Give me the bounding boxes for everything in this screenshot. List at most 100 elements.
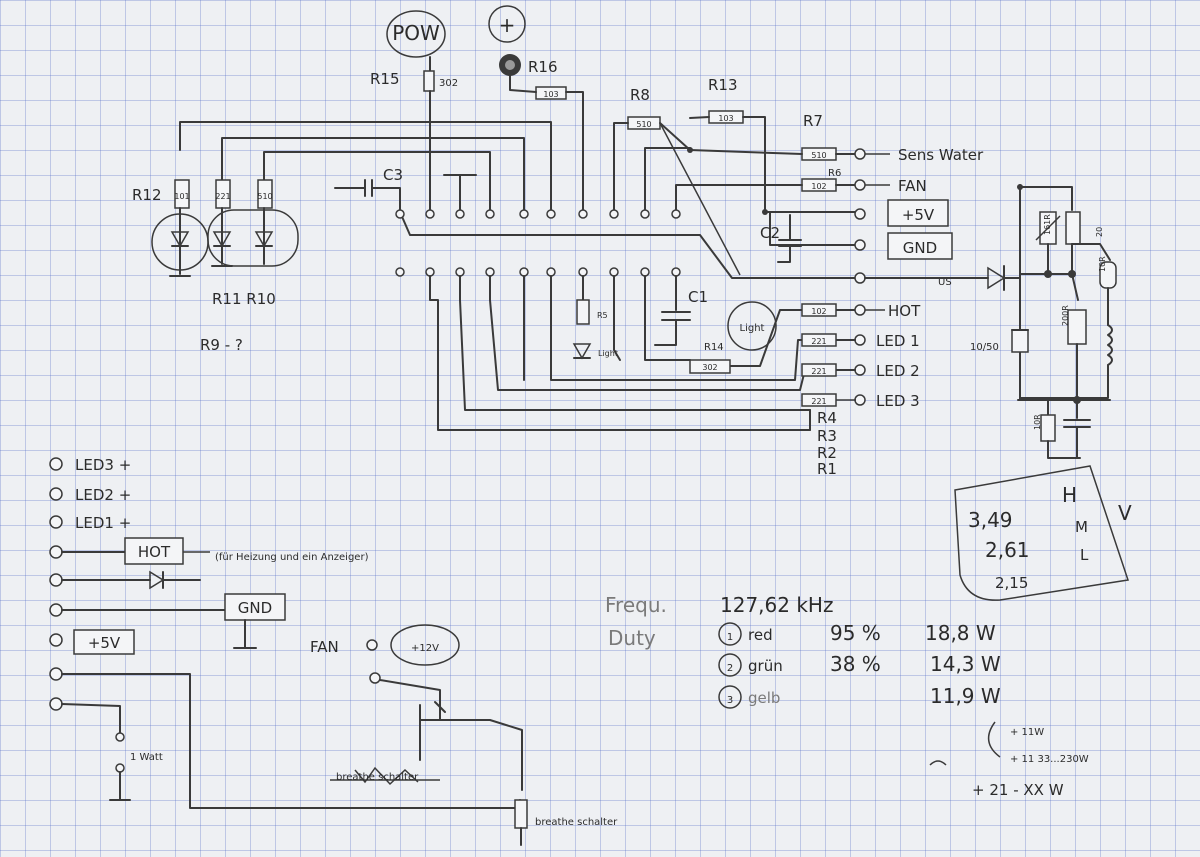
r8-label: R8	[630, 86, 650, 104]
plus-label: +	[499, 13, 516, 37]
r4-label: R4	[817, 409, 837, 427]
r14-value: 302	[702, 363, 717, 372]
gnd-label: GND	[903, 239, 937, 257]
left-conn-led2: LED2 +	[75, 486, 131, 504]
c3-capacitor	[334, 174, 477, 213]
r200-value: 200R	[1061, 305, 1070, 326]
r15-value: 302	[439, 78, 458, 89]
breathe-switch-2: breathe schalter	[535, 817, 618, 828]
r161-value: 161R	[1043, 214, 1052, 235]
note-1: + 11W	[1010, 727, 1044, 738]
fan-bottom-label: FAN	[310, 638, 339, 656]
r10r-b-resistor	[1040, 414, 1056, 442]
r200-resistor	[1067, 309, 1087, 345]
level-l: L	[1080, 546, 1089, 564]
r14-label: R14	[704, 342, 724, 353]
cap-10-50-label: 10/50	[970, 342, 999, 353]
v12-label: +12V	[411, 643, 439, 654]
voltage-low: 2,15	[995, 574, 1028, 592]
us-label: US	[938, 277, 952, 288]
left-connector-column	[49, 457, 521, 809]
light-sensor-circle	[727, 301, 777, 351]
diode-icon	[987, 266, 1006, 290]
led1-resistor-value: 221	[811, 337, 826, 346]
duty-1-n: 1	[727, 632, 733, 643]
r12-value: 101	[174, 192, 189, 201]
r16-value: 103	[543, 90, 558, 99]
fan-terminal	[366, 639, 378, 651]
p5v-box	[887, 199, 949, 227]
voltage-box: 3,49 2,61 2,15 H M L V	[954, 465, 1132, 601]
inductor-icon	[1107, 324, 1113, 366]
r11-value: 221	[215, 192, 230, 201]
duty-row-2: 2 grün 38 % 14,3 W	[718, 652, 1001, 677]
level-h: H	[1062, 483, 1077, 507]
r1-label: R1	[817, 460, 837, 478]
duty-label: Duty	[608, 626, 656, 650]
r9-label: R9 - ?	[200, 336, 243, 354]
left-conn-gnd: GND	[238, 599, 272, 617]
pow-label-group: POW	[386, 10, 446, 71]
duty-1-pct: 95 %	[830, 621, 881, 645]
r2-label: R2	[817, 444, 837, 462]
r15-resistor	[423, 70, 435, 92]
hot-resistor	[801, 303, 837, 317]
left-gnd-box	[224, 593, 286, 621]
led3-resistor-value: 221	[811, 397, 826, 406]
r8-value: 510	[636, 120, 651, 129]
duty-2-color: grün	[748, 657, 783, 675]
left-conn-led3: LED3 +	[75, 456, 131, 474]
r6-label: R6	[828, 168, 841, 179]
r3-label: R3	[817, 427, 837, 445]
p5v-label: +5V	[902, 206, 935, 224]
breathe-switch-1: breathe schalter	[336, 772, 419, 783]
duty-3-color: gelb	[748, 689, 780, 707]
r12-resistor	[174, 179, 190, 209]
hot-label: HOT	[888, 302, 921, 320]
top-wiring	[179, 75, 857, 279]
left-conn-hot: HOT	[138, 543, 171, 561]
r5-resistor	[576, 299, 590, 325]
cap-10-50	[1011, 329, 1029, 353]
pow-label: POW	[392, 21, 440, 45]
light-led-icon	[572, 343, 592, 360]
note-3: + 21 - XX W	[972, 781, 1064, 799]
r10-value: 510	[257, 192, 272, 201]
gnd-box	[887, 232, 953, 260]
duty-2-pct: 38 %	[830, 652, 881, 676]
r14-resistor	[689, 359, 731, 374]
duty-2-w: 14,3 W	[930, 652, 1001, 676]
led1-label: LED 1	[876, 332, 920, 350]
c1-label: C1	[688, 288, 708, 306]
left-5v-box	[73, 629, 135, 655]
duty-row-1: 1 red 95 % 18,8 W	[718, 621, 996, 646]
left-diode-icon	[149, 570, 165, 590]
duty-1-w: 18,8 W	[925, 621, 996, 645]
fan-label: FAN	[898, 177, 927, 195]
bottom-pin-row	[395, 267, 681, 277]
r15-label: R15	[370, 70, 400, 88]
duty-2-n: 2	[727, 663, 733, 674]
r5-label: R5	[597, 311, 608, 320]
r13-value: 103	[718, 114, 733, 123]
voltage-high: 3,49	[968, 508, 1013, 532]
r20-resistor	[1065, 211, 1081, 245]
plus-label-group: +	[488, 5, 526, 76]
duty-1-color: red	[748, 626, 773, 644]
r10r-value: 10R	[1098, 256, 1107, 272]
led2-label: LED 2	[876, 362, 920, 380]
bottom-wiring	[429, 275, 857, 431]
freq-label: Frequ.	[605, 593, 667, 617]
right-power-circuit	[864, 184, 1117, 459]
r20-value: 20	[1095, 227, 1104, 237]
duty-3-n: 3	[727, 695, 733, 706]
r13-label: R13	[708, 76, 738, 94]
one-watt-label: 1 Watt	[130, 752, 163, 763]
top-pin-row	[395, 209, 681, 219]
note-2: + 11 33...230W	[1010, 754, 1089, 765]
level-m: M	[1075, 518, 1088, 536]
left-led-group: 101 221 510	[151, 179, 299, 277]
light-led-label: Light	[598, 349, 618, 358]
checkmark: V	[1118, 501, 1132, 525]
